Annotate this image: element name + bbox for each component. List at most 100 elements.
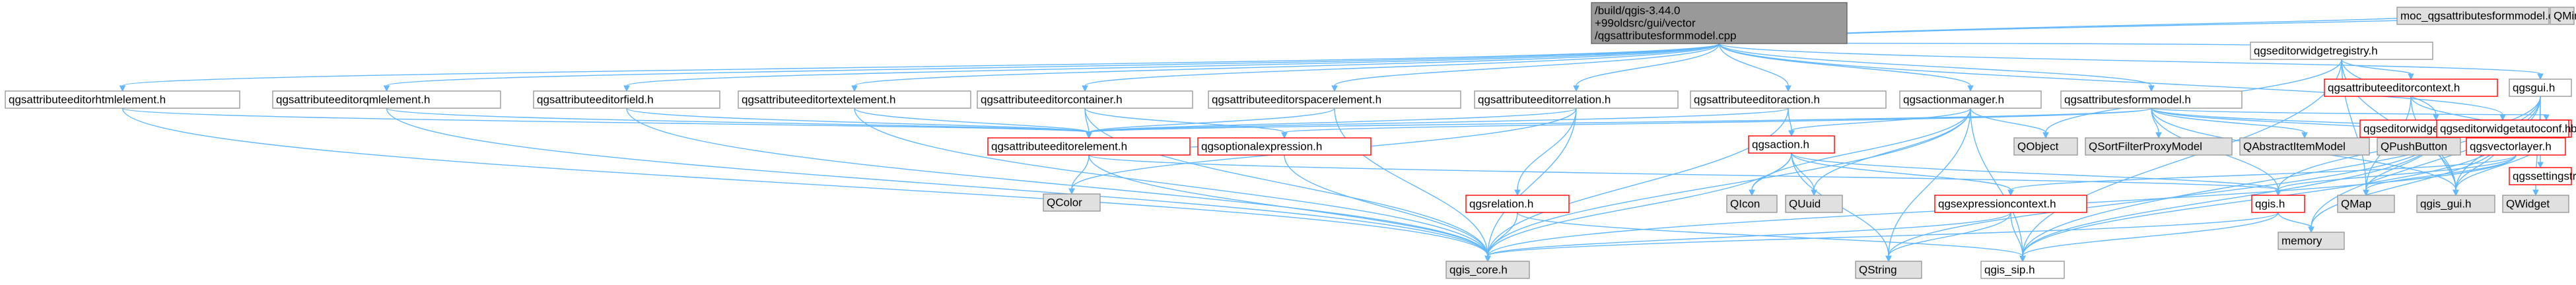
node-box	[1980, 261, 2065, 279]
node-qpushbutton[interactable]: QPushButton	[2377, 137, 2461, 156]
node-actionmanager[interactable]: qgsactionmanager.h	[1899, 90, 2042, 109]
node-label: /build/qgis-3.44.0	[1595, 5, 1680, 17]
node-qobject[interactable]: QObject	[2013, 137, 2078, 156]
node-qstring[interactable]: QString	[1855, 261, 1922, 279]
edge-formmodel-to-qabstractitem	[2151, 108, 2308, 139]
edge-relation-to-editorelement	[1086, 108, 1577, 139]
node-qsortfilter[interactable]: QSortFilterProxyModel	[2085, 137, 2233, 156]
node-qgsgui[interactable]: qgsgui.h	[2509, 79, 2572, 97]
node-label: qgsattributesformmodel.h	[2064, 94, 2191, 106]
node-box	[1474, 90, 1679, 109]
node-box	[5, 90, 240, 109]
edge-htmlelement-to-qgscore	[122, 108, 1491, 263]
node-label: qgis_gui.h	[2420, 198, 2472, 210]
node-textelement[interactable]: qgsattributeeditortextelement.h	[738, 90, 971, 109]
node-qmlelement[interactable]: qgsattributeeditorqmlelement.h	[272, 90, 501, 109]
node-spacerelement[interactable]: qgsattributeeditorspacerelement.h	[1208, 90, 1461, 109]
node-optionalexpression[interactable]: qgsoptionalexpression.h	[1197, 137, 1372, 156]
node-quuid[interactable]: QUuid	[1785, 195, 1843, 213]
node-box	[987, 137, 1191, 156]
node-exprcontext[interactable]: qgsexpressioncontext.h	[1934, 195, 2087, 213]
edge-qgis-to-memory	[2278, 212, 2315, 234]
node-label: qgsattributeeditorrelation.h	[1478, 94, 1611, 106]
node-box	[2436, 119, 2569, 138]
node-qmimedata[interactable]: QMimeData	[2550, 7, 2576, 25]
edge-root-to-htmlelement	[119, 43, 1720, 92]
node-widgetregistry[interactable]: qgseditorwidgetregistry.h	[2250, 42, 2433, 60]
edge-qgis-to-qgscore	[1484, 212, 2279, 263]
edge-actionmanager-to-qobject	[1970, 108, 2049, 139]
node-label: QMimeData	[2554, 10, 2576, 22]
edge-spacerelement-to-qgscore	[1334, 108, 1491, 263]
node-moc[interactable]: moc_qgsattributesformmodel.cpp	[2396, 7, 2566, 25]
node-label: qgseditorwidgetregistry.h	[2254, 45, 2378, 57]
edge-formmodel-to-editorelement	[1086, 108, 2152, 139]
node-box	[2013, 137, 2078, 156]
edge-qgis-to-qgssip	[2019, 212, 2279, 263]
edge-htmlelement-to-editorelement	[122, 108, 1092, 139]
edge-root-to-actionmanager	[1718, 43, 1974, 92]
node-box	[1445, 261, 1530, 279]
node-label: QAbstractItemModel	[2243, 141, 2346, 153]
node-box	[977, 90, 1193, 109]
node-box	[2466, 137, 2566, 156]
node-box	[2250, 42, 2433, 60]
node-box	[2085, 137, 2233, 156]
node-qgscore[interactable]: qgis_core.h	[1445, 261, 1530, 279]
node-label: qgsattributeeditorelement.h	[991, 141, 1127, 153]
node-field[interactable]: qgsattributeeditorfield.h	[533, 90, 720, 109]
node-formmodel[interactable]: qgsattributesformmodel.h	[2060, 90, 2243, 109]
node-editorcontext[interactable]: qgsattributeeditorcontext.h	[2324, 79, 2498, 97]
node-box	[272, 90, 501, 109]
node-label: qgsrelation.h	[1469, 198, 1533, 210]
node-label: +99oldsrc/gui/vector	[1595, 17, 1696, 30]
node-label: qgsattributeeditorcontext.h	[2328, 82, 2460, 94]
edge-editoraction-to-qgscore	[1484, 108, 1789, 263]
node-label: qgsattributeeditorhtmlelement.h	[9, 94, 166, 106]
node-container[interactable]: qgsattributeeditorcontainer.h	[977, 90, 1193, 109]
edge-editorelement-to-qgscore	[1088, 154, 1491, 263]
node-editorelement[interactable]: qgsattributeeditorelement.h	[987, 137, 1191, 156]
node-box	[2509, 79, 2572, 97]
node-label: qgsgui.h	[2513, 82, 2555, 94]
node-qicon[interactable]: QIcon	[1726, 195, 1778, 213]
node-label: qgis_core.h	[1449, 264, 1508, 276]
node-autoconf[interactable]: qgseditorwidgetautoconf.h	[2436, 119, 2571, 138]
node-qgssip[interactable]: qgis_sip.h	[1980, 261, 2065, 279]
node-qgis[interactable]: qgis.h	[2251, 195, 2305, 213]
edge-root-to-field	[623, 43, 1720, 92]
node-qgsguih[interactable]: qgis_gui.h	[2416, 195, 2495, 213]
nodes-layer: /build/qgis-3.44.0+99oldsrc/gui/vector/q…	[5, 2, 2576, 279]
edge-exprcontext-to-qstring	[1885, 212, 2011, 263]
node-label: qgsattributeeditorqmlelement.h	[276, 94, 430, 106]
node-box	[2278, 232, 2345, 250]
node-memory[interactable]: memory	[2278, 232, 2345, 250]
node-editoraction[interactable]: qgsattributeeditoraction.h	[1690, 90, 1887, 109]
node-box	[2377, 137, 2461, 156]
node-label: qgsoptionalexpression.h	[1201, 141, 1322, 153]
node-qgsrelation[interactable]: qgsrelation.h	[1465, 195, 1570, 213]
node-settingstree[interactable]: qgssettingstree.h	[2509, 167, 2576, 185]
node-label: qgsattributeeditoraction.h	[1694, 94, 1820, 106]
node-qcolor[interactable]: QColor	[1043, 193, 1101, 212]
edge-actionmanager-to-quuid	[1811, 108, 1971, 197]
node-qabstractitem[interactable]: QAbstractItemModel	[2239, 137, 2370, 156]
edge-qgsaction-to-exprcontext	[1791, 152, 2014, 197]
node-relation[interactable]: qgsattributeeditorrelation.h	[1474, 90, 1679, 109]
node-qgsaction[interactable]: qgsaction.h	[1748, 135, 1835, 154]
node-box	[2509, 167, 2572, 185]
node-qmap[interactable]: QMap	[2337, 195, 2395, 213]
node-box	[1785, 195, 1843, 213]
node-box	[1208, 90, 1461, 109]
node-qwidget[interactable]: QWidget	[2502, 195, 2569, 213]
edge-container-to-optionalexpression	[1084, 108, 1288, 139]
node-box	[2416, 195, 2495, 213]
node-label: QSortFilterProxyModel	[2089, 141, 2202, 153]
node-box	[738, 90, 971, 109]
node-label: qgssettingstree.h	[2513, 170, 2576, 183]
node-box	[1690, 90, 1887, 109]
node-root[interactable]: /build/qgis-3.44.0+99oldsrc/gui/vector/q…	[1591, 2, 1848, 44]
node-htmlelement[interactable]: qgsattributeeditorhtmlelement.h	[5, 90, 240, 109]
node-vectorlayer[interactable]: qgsvectorlayer.h	[2466, 137, 2566, 156]
edge-qmlelement-to-qgscore	[386, 108, 1491, 263]
